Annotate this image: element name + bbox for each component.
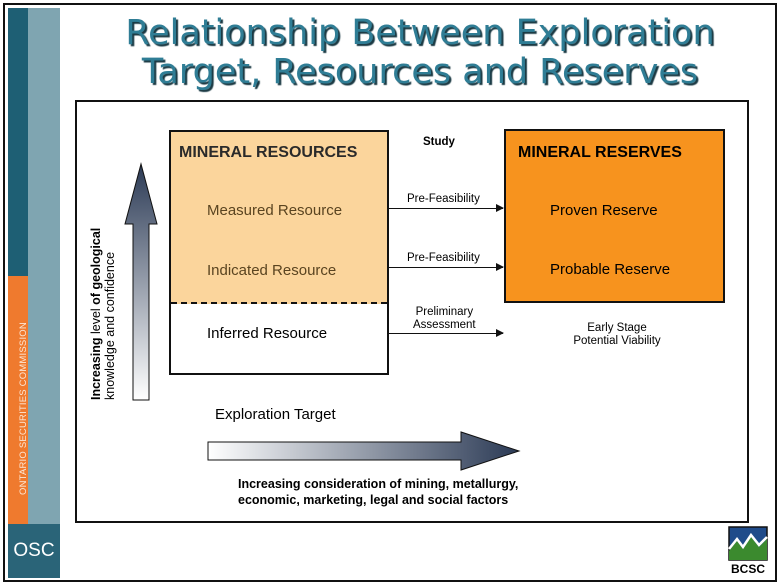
exploration-target: Exploration Target <box>215 406 336 423</box>
label-line: Potential Viability <box>573 335 661 347</box>
label-line: economic, marketing, legal and social fa… <box>238 493 509 507</box>
pre-feasibility-label-1: Pre-Feasibility <box>407 193 480 205</box>
study-label: Study <box>423 136 455 148</box>
resources-fill <box>171 132 387 304</box>
horizontal-arrow <box>207 431 521 471</box>
bcsc-logo-text: BCSC <box>731 562 765 576</box>
pre-feasibility-label-2: Pre-Feasibility <box>407 252 480 264</box>
label-part: Increasing <box>89 337 103 400</box>
org-name: ONTARIO SECURITIES COMMISSION <box>18 322 29 495</box>
label-line: Early Stage <box>587 322 647 334</box>
title-line-1: Relationship Between Exploration <box>125 13 715 53</box>
resources-heading: MINERAL RESOURCES <box>179 144 358 161</box>
label-line: Increasing consideration of mining, meta… <box>238 477 519 491</box>
diagram: Increasing level of geological knowledge… <box>75 100 749 523</box>
probable-reserve: Probable Reserve <box>550 261 671 278</box>
label-line: Preliminary <box>415 306 474 318</box>
slide-border <box>3 3 777 582</box>
bcsc-logo: BCSC <box>727 525 769 576</box>
measured-resource: Measured Resource <box>207 202 343 219</box>
label-part: of geological <box>89 227 103 305</box>
page-title: Relationship Between Exploration Target,… <box>62 14 778 92</box>
label-part: knowledge and confidence <box>103 251 117 400</box>
arrow-measured-to-proven <box>389 204 504 212</box>
title-line-2: Target, Resources and Reserves <box>141 52 699 92</box>
vertical-arrow <box>124 162 158 401</box>
sidebar-strip-light <box>28 8 60 524</box>
proven-reserve: Proven Reserve <box>550 202 658 219</box>
sidebar-strip-orange <box>8 276 28 524</box>
horizontal-axis-label: Increasing consideration of mining, meta… <box>238 476 518 508</box>
label-line: Assessment <box>413 319 476 331</box>
reserves-heading: MINERAL RESERVES <box>518 144 682 161</box>
sidebar-strip-teal <box>8 8 28 276</box>
arrow-indicated-to-probable <box>389 263 504 271</box>
arrow-inferred <box>389 329 504 337</box>
label-part: level <box>89 304 103 338</box>
vertical-axis-label: Increasing level of geological knowledge… <box>89 228 117 400</box>
mineral-resources-box: MINERAL RESOURCES Measured Resource Indi… <box>169 130 389 375</box>
inferred-resource: Inferred Resource <box>207 325 328 342</box>
indicated-resource: Indicated Resource <box>207 262 337 279</box>
mineral-reserves-box: MINERAL RESERVES Proven Reserve Probable… <box>504 129 725 303</box>
osc-logo: OSC <box>8 524 60 578</box>
